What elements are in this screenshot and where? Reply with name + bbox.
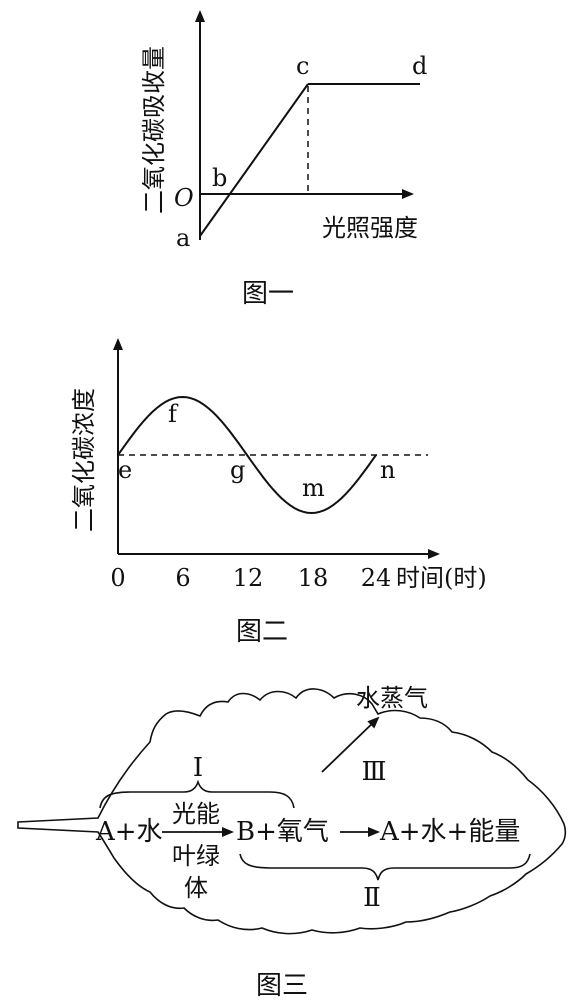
roman-label-i: Ⅰ: [193, 753, 203, 783]
fig2-tick-24: 24: [361, 564, 392, 592]
leaf-outline: [17, 688, 567, 935]
intermediate-text: B+氧气: [236, 817, 329, 847]
transpiration-arrow: [321, 716, 380, 773]
fig1-origin-label: O: [174, 184, 194, 212]
fig2-point-g: g: [230, 456, 245, 484]
condition-chloroplast-2: 体: [184, 874, 208, 902]
fig2-x-axis-label: 时间(时): [396, 564, 487, 592]
fig2-point-f: f: [168, 400, 179, 428]
products-text: A+水+能量: [379, 817, 520, 847]
reactant-text: A+水: [95, 817, 163, 847]
fig2-concentration-curve: [117, 395, 377, 515]
fig2-point-e: e: [118, 456, 132, 484]
fig2-caption: 图二: [236, 617, 288, 647]
condition-light-energy: 光能: [172, 800, 220, 828]
fig1-point-a: a: [176, 224, 190, 252]
fig1-point-c: c: [296, 52, 309, 80]
bracket-ii: [239, 853, 531, 881]
fig2-tick-18: 18: [298, 564, 329, 592]
fig1-curve-rise: [199, 83, 309, 237]
figure-1: 二氧化碳吸收量 光照强度 O a b c d 图一: [140, 10, 427, 309]
fig1-x-axis-label: 光照强度: [322, 214, 418, 242]
fig2-tick-0: 0: [110, 564, 125, 592]
fig1-caption: 图一: [242, 279, 294, 309]
water-vapor-label: 水蒸气: [356, 684, 428, 712]
figure-2: 二氧化碳浓度 时间(时) 0 6 12 18 24 e f g m n 图二: [70, 338, 487, 647]
figure-3: Ⅰ Ⅱ Ⅲ 水蒸气 A+水 光能 叶绿 体 B+氧气 A+水+能量 图三: [17, 684, 567, 1001]
fig2-y-axis-label: 二氧化碳浓度: [70, 388, 98, 532]
fig2-point-n: n: [380, 456, 395, 484]
fig2-tick-6: 6: [175, 564, 190, 592]
fig2-point-m: m: [302, 474, 325, 502]
fig1-y-axis-label: 二氧化碳吸收量: [140, 46, 168, 214]
roman-label-ii: Ⅱ: [363, 883, 381, 913]
fig1-point-d: d: [412, 52, 427, 80]
fig2-tick-12: 12: [233, 564, 264, 592]
fig3-caption: 图三: [256, 971, 308, 1001]
roman-label-iii: Ⅲ: [361, 757, 386, 787]
fig1-point-b: b: [212, 164, 227, 192]
condition-chloroplast-1: 叶绿: [172, 842, 220, 870]
bracket-i: [99, 779, 295, 809]
